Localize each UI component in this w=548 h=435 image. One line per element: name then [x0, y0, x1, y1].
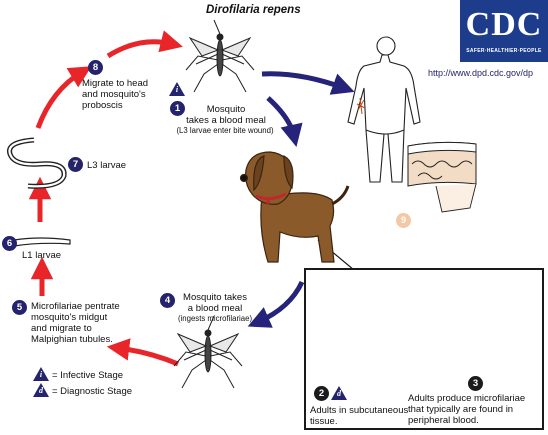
cdc-logo-word: CDC — [465, 6, 543, 43]
legend-diagnostic-text: = Diagnostic Stage — [52, 386, 133, 397]
step-2-text: Adults in subcutaneous tissue. — [310, 405, 409, 427]
step-1-number: 1 — [170, 101, 185, 116]
mosquito-icon — [173, 315, 243, 389]
infective-stage-marker: i — [169, 82, 185, 96]
step-1-note: (L3 larvae enter bite wound) — [176, 126, 274, 135]
step-5-number: 5 — [12, 300, 27, 315]
larva-icon — [13, 237, 71, 247]
step-3-text: Adults produce microfilariae that typica… — [408, 393, 526, 426]
diagnostic-stage-marker: d — [331, 386, 347, 400]
legend-infective-text: = Infective Stage — [52, 370, 124, 381]
arrow-dog-to-4 — [247, 280, 305, 328]
arrow-8-to-1 — [106, 30, 183, 59]
step-6-number: 6 — [2, 236, 17, 251]
legend-diagnostic-marker: d — [33, 383, 49, 397]
arrow-1-to-dog — [266, 96, 303, 147]
step-5-text: Microfilariae pentrate mosquito's midgut… — [31, 301, 120, 345]
dog-icon — [239, 151, 350, 263]
skin-section-icon — [407, 141, 477, 213]
diagram-title: Dirofilaria repens — [206, 4, 301, 16]
human-figure-icon — [347, 36, 421, 183]
step-8-text: Migrate to head and mosquito's proboscis — [82, 78, 149, 111]
arrow-1-to-human — [261, 71, 355, 95]
mosquito-icon — [185, 19, 255, 93]
step-4-text: Mosquito takes a blood meal — [183, 292, 247, 314]
legend-infective-marker: i — [33, 367, 49, 381]
cdc-logo: CDC SAFER·HEALTHIER·PEOPLE — [460, 0, 548, 62]
step-2-number: 2 — [314, 386, 329, 401]
step-8-number: 8 — [88, 60, 103, 75]
arrow-7-to-8 — [35, 66, 92, 129]
arrow-4-to-5 — [106, 338, 179, 367]
larva-icon — [7, 137, 67, 189]
step-4-number: 4 — [160, 293, 175, 308]
cdc-logo-tagline: SAFER·HEALTHIER·PEOPLE — [466, 48, 542, 54]
step-9-number: 9 — [396, 213, 411, 228]
step-4-note: (ingests microfilariae) — [177, 314, 253, 323]
adult-worm-inset — [304, 268, 544, 430]
step-6-text: L1 larvae — [22, 250, 62, 261]
step-7-text: L3 larvae — [87, 160, 127, 171]
step-1-text: Mosquito takes a blood meal — [186, 104, 266, 126]
step-3-number: 3 — [468, 376, 483, 391]
step-7-number: 7 — [68, 157, 83, 172]
source-url[interactable]: http://www.dpd.cdc.gov/dp — [428, 68, 534, 78]
